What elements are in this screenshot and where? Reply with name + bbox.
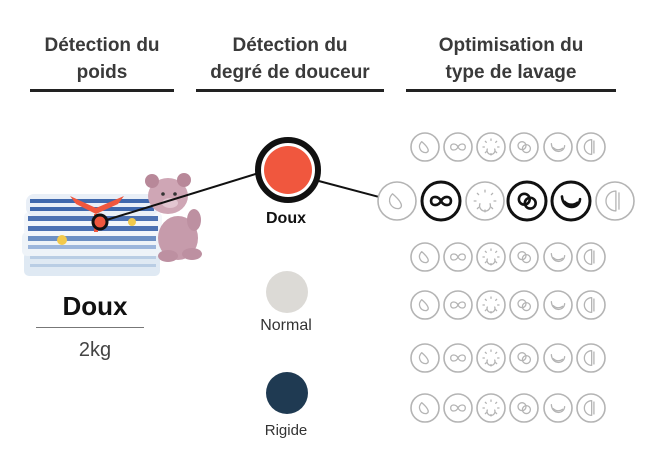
- tumble-icon: [543, 343, 573, 373]
- scrub-icon: [465, 181, 505, 221]
- rolling-icon: [410, 343, 440, 373]
- filtration-icon: [595, 181, 635, 221]
- laundry-marker-icon: [91, 213, 109, 231]
- fabric-swatch-normal: [266, 271, 308, 313]
- step-icon: [509, 242, 539, 272]
- filtration-icon: [576, 132, 606, 162]
- filtration-icon: [576, 290, 606, 320]
- step-icon: [509, 132, 539, 162]
- weight-header-line1: Détection du: [44, 35, 160, 56]
- scrub-icon: [476, 290, 506, 320]
- swing-icon: [420, 180, 462, 222]
- swing-icon: [443, 290, 473, 320]
- filtration-icon: [576, 242, 606, 272]
- fabric-swatch-rigide: [266, 372, 308, 414]
- tumble-icon: [543, 290, 573, 320]
- scrub-icon: [476, 132, 506, 162]
- tumble-icon: [543, 393, 573, 423]
- wash-header-line1: Optimisation du: [438, 35, 584, 56]
- laundry-type-label: Doux: [62, 291, 128, 321]
- tumble-icon: [550, 180, 592, 222]
- step-icon: [509, 393, 539, 423]
- rolling-icon: [410, 290, 440, 320]
- swing-icon: [443, 393, 473, 423]
- connector-line-right: [314, 179, 384, 199]
- scrub-icon: [476, 242, 506, 272]
- wash-motion-grid: [377, 132, 635, 423]
- rolling-icon: [377, 181, 417, 221]
- swing-icon: [443, 343, 473, 373]
- softness-header-line2: degré de douceur: [210, 62, 370, 83]
- fabric-label-doux: Doux: [266, 210, 306, 227]
- weight-header-line2: poids: [76, 62, 128, 83]
- step-icon: [509, 290, 539, 320]
- softness-detection-header: Détection du degré de douceur: [196, 32, 384, 92]
- laundry-divider: [36, 327, 144, 328]
- laundry-stack-image: [22, 194, 162, 276]
- filtration-icon: [576, 343, 606, 373]
- softness-header-underline: [196, 89, 384, 92]
- fabric-label-normal: Normal: [260, 317, 312, 334]
- rolling-icon: [410, 132, 440, 162]
- wash-header-line2: type de lavage: [445, 62, 577, 83]
- step-icon: [509, 343, 539, 373]
- fabric-swatch-doux: [255, 137, 321, 203]
- swing-icon: [443, 132, 473, 162]
- laundry-weight-label: 2kg: [78, 339, 112, 361]
- tumble-icon: [543, 242, 573, 272]
- connector-line-left: [99, 171, 263, 223]
- scrub-icon: [476, 393, 506, 423]
- fabric-label-rigide: Rigide: [264, 422, 308, 439]
- tumble-icon: [543, 132, 573, 162]
- filtration-icon: [576, 393, 606, 423]
- rolling-icon: [410, 393, 440, 423]
- rolling-icon: [410, 242, 440, 272]
- softness-header-line1: Détection du: [232, 35, 348, 56]
- teddy-bear-image: [145, 173, 202, 262]
- swing-icon: [443, 242, 473, 272]
- scrub-icon: [476, 343, 506, 373]
- weight-header-underline: [30, 89, 174, 92]
- step-icon: [506, 180, 548, 222]
- wash-header-underline: [406, 89, 616, 92]
- weight-detection-header: Détection du poids: [30, 32, 174, 92]
- wash-optimisation-header: Optimisation du type de lavage: [406, 32, 616, 92]
